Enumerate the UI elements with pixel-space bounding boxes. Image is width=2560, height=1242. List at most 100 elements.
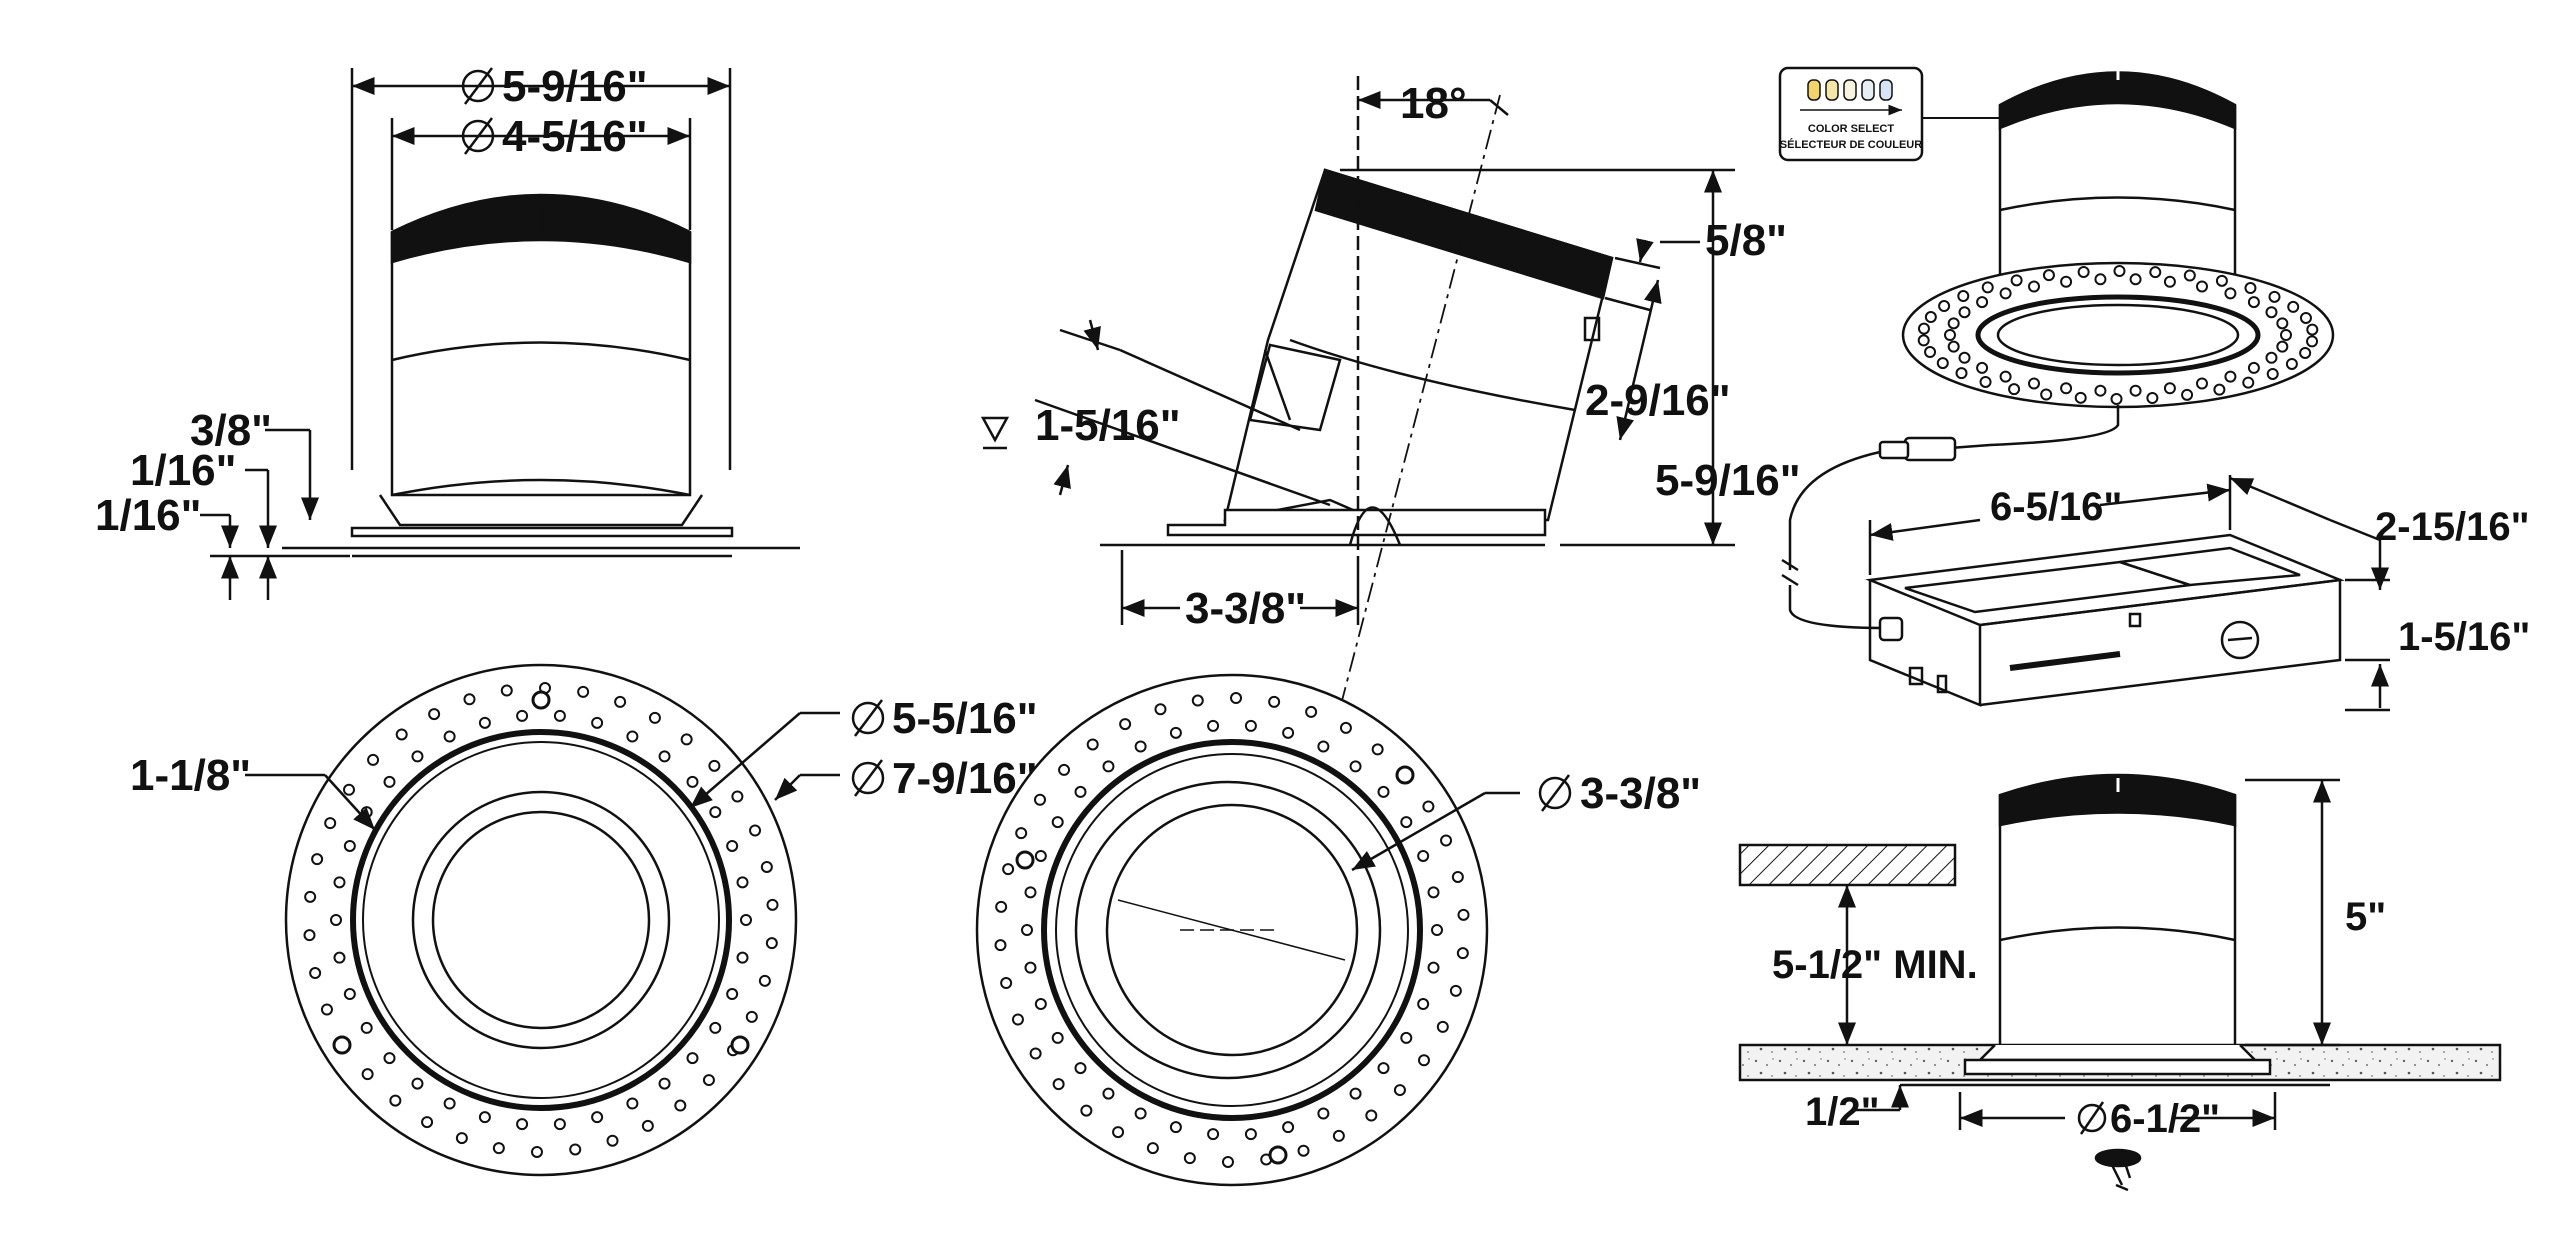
trim-hole: [330, 914, 342, 926]
trim-hole: [333, 876, 346, 889]
trim-hole: [1011, 1013, 1024, 1026]
trim-hole: [1034, 793, 1047, 806]
trim-hole: [1207, 1128, 1220, 1141]
trim-hole: [1230, 692, 1243, 705]
driver-box: [1865, 475, 2390, 712]
trim-hole: [1917, 334, 1930, 347]
trim-hole: [1029, 1047, 1042, 1060]
dim-1-5-16-tilt: 1-5/16": [1035, 401, 1181, 450]
trim-hole: [2247, 296, 2260, 309]
trim-hole: [1999, 287, 2012, 300]
trim-hole: [411, 750, 424, 763]
color-select-label: COLOR SELECT: [1808, 123, 1894, 135]
trim-hole: [2060, 275, 2073, 288]
trim-hole: [1305, 705, 1318, 718]
trim-hole: [2113, 265, 2126, 278]
dim-5-5-16: 5-5/16": [892, 694, 1038, 743]
trim-hole: [1422, 800, 1435, 813]
trim-hole: [760, 860, 773, 873]
trim-hole: [2287, 300, 2300, 313]
dim-inner-diameter: 4-5/16": [502, 112, 648, 161]
trim-hole: [361, 1068, 374, 1081]
trim-hole: [591, 1111, 604, 1124]
dim-installed-height: 5": [2345, 895, 2386, 939]
trim-hole: [1371, 743, 1384, 756]
trim-hole: [1183, 1152, 1196, 1165]
installed-view: [1738, 773, 2502, 1192]
trim-hole: [766, 898, 779, 911]
trim-hole: [2028, 377, 2040, 390]
tilt-view-labels: 18° 5/8" 2-9/16" 5-9/16" 1-5/16" 3-3/8": [1035, 79, 1801, 633]
trim-hole: [2215, 274, 2228, 287]
trim-hole: [1958, 306, 1971, 319]
trim-hole: [1002, 863, 1015, 876]
trim-hole: [1080, 1104, 1093, 1117]
trim-hole: [2181, 388, 2194, 401]
trim-hole: [1244, 1128, 1257, 1141]
trim-hole: [1944, 329, 1956, 341]
trim-hole: [303, 929, 316, 942]
trim-hole: [708, 759, 721, 772]
trim-hole: [2306, 323, 2319, 336]
trim-hole: [995, 900, 1008, 913]
trim-hole: [614, 695, 627, 708]
trim-hole: [2074, 391, 2087, 404]
trim-hole: [1976, 361, 1989, 374]
trim-hole: [2060, 382, 2073, 395]
trim-hole: [1457, 908, 1470, 921]
trim-hole: [740, 914, 752, 926]
color-swatches: [1807, 79, 1893, 101]
trim-hole: [2110, 392, 2123, 405]
trim-hole: [443, 730, 456, 743]
trim-hole: [2146, 391, 2159, 404]
trim-hole: [648, 711, 661, 724]
dim-3-8: 3/8": [190, 406, 272, 455]
trim-hole: [2094, 273, 2107, 286]
trim-hole: [500, 684, 513, 697]
trim-hole: [309, 967, 322, 980]
trim-hole: [765, 937, 778, 950]
dim-1-16-b: 1/16": [95, 491, 202, 540]
trim-hole: [553, 709, 566, 722]
trim-hole: [726, 988, 739, 1001]
trim-hole: [2094, 384, 2107, 397]
installed-labels: 5" 5-1/2" MIN. 1/2" 6-1/2": [1772, 895, 2386, 1141]
trim-hole: [320, 1003, 333, 1016]
trim-hole: [626, 1097, 639, 1110]
trim-hole: [736, 876, 749, 889]
trim-hole: [1119, 718, 1132, 731]
trim-hole: [492, 1142, 505, 1155]
trim-hole: [2010, 274, 2023, 287]
trim-hole: [2129, 384, 2142, 397]
trim-hole: [1074, 785, 1087, 798]
trim-hole: [360, 1021, 373, 1034]
trim-hole: [1024, 961, 1037, 974]
trim-hole: [1976, 296, 1989, 309]
color-swatch: [1825, 79, 1839, 101]
trim-hole: [383, 775, 396, 788]
trim-hole: [641, 1119, 654, 1132]
trim-hole: [1349, 1087, 1362, 1100]
trim-hole: [591, 716, 604, 729]
trim-hole: [1377, 1062, 1390, 1075]
trim-hole: [1999, 370, 2012, 383]
trim-hole: [1221, 1155, 1234, 1168]
trim-hole: [2213, 383, 2226, 396]
color-select-label-fr: SÉLECTEUR DE COULEUR: [1780, 138, 1922, 151]
trim-hole: [2242, 376, 2255, 389]
trim-holes-a: [303, 682, 779, 1158]
dim-clearance: 5-1/2" MIN.: [1772, 943, 1978, 987]
trim-hole: [2183, 269, 2196, 282]
trim-hole: [1400, 816, 1413, 829]
dim-2-9-16: 2-9/16": [1585, 376, 1731, 425]
trim-hole: [2247, 361, 2260, 374]
trim-hole: [1936, 357, 1949, 370]
fixture-iso: [1781, 66, 2335, 642]
trim-hole: [577, 685, 590, 698]
trim-hole: [2299, 311, 2312, 324]
dim-outer-diameter: 5-9/16": [502, 62, 648, 111]
trim-hole: [1979, 375, 1992, 388]
trim-hole: [443, 1097, 456, 1110]
dim-7-9-16: 7-9/16": [892, 754, 1038, 803]
trim-hole: [304, 890, 317, 903]
